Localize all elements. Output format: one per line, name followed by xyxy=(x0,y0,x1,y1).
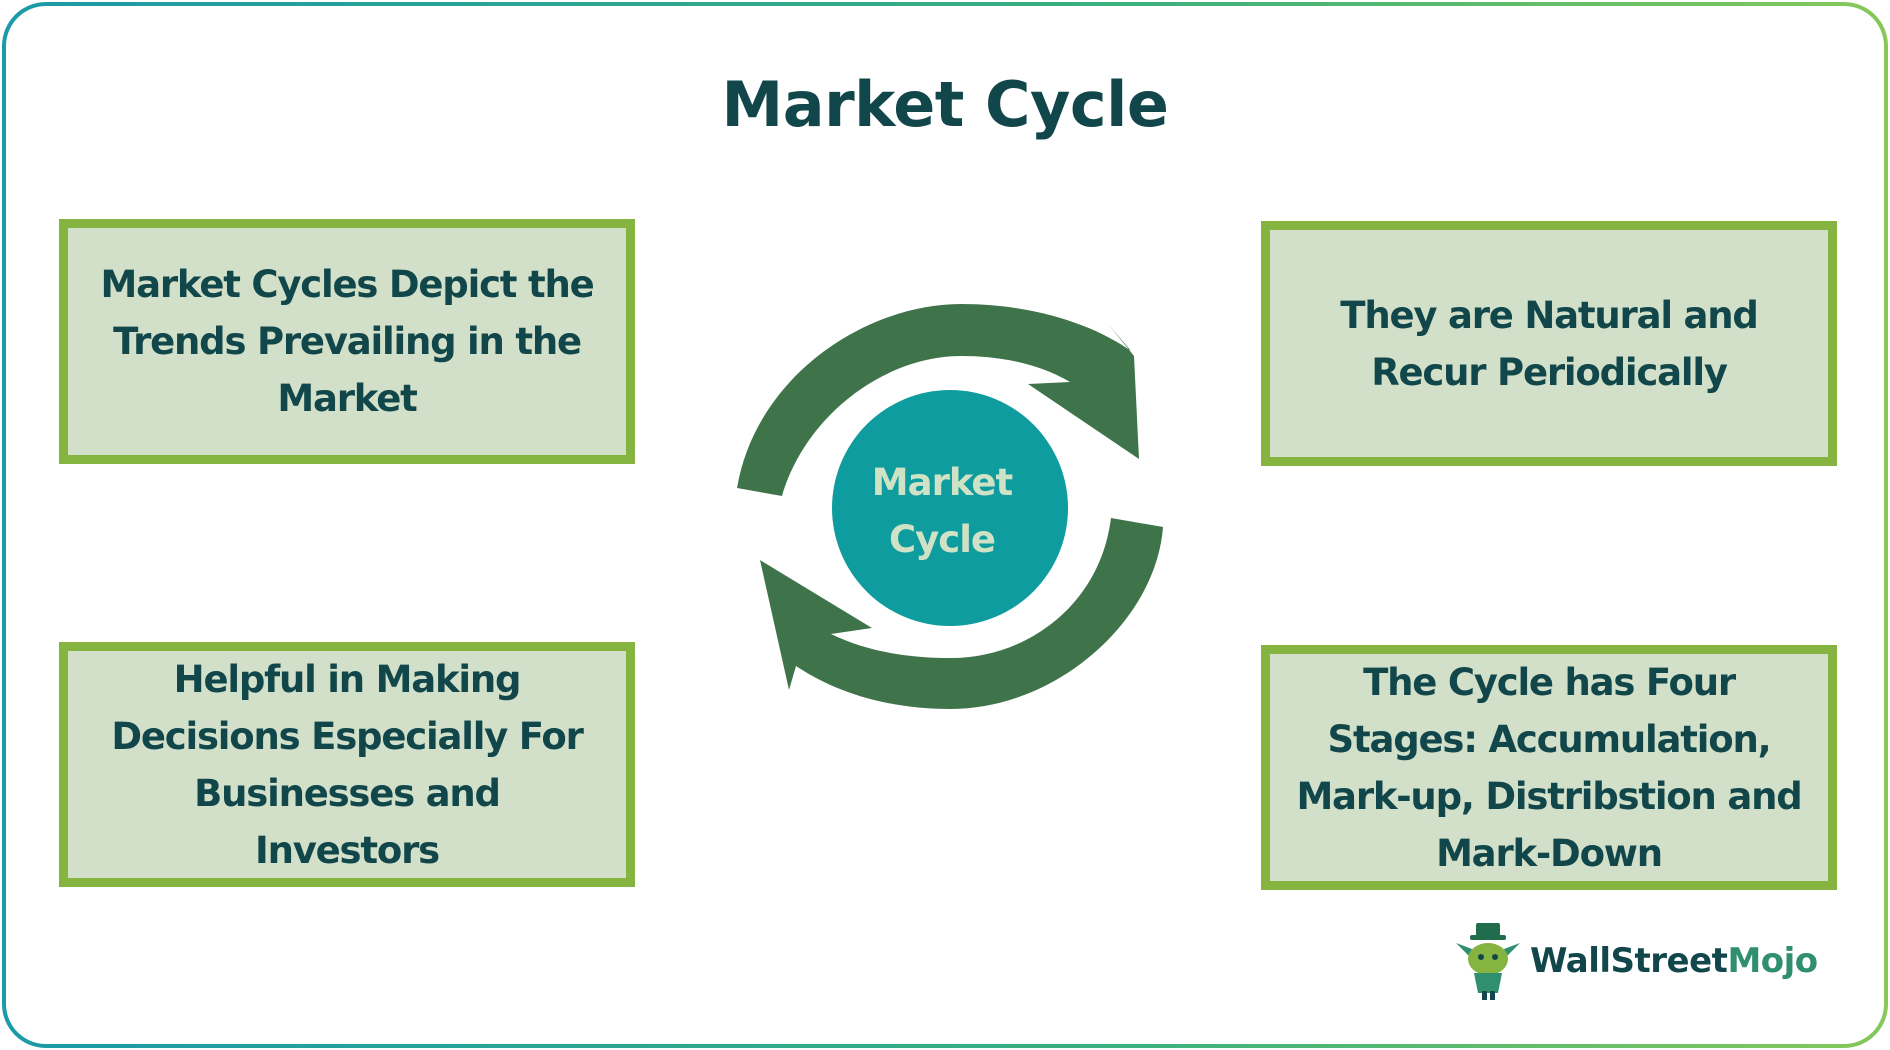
brand-wordmark-part2: Mojo xyxy=(1727,941,1818,981)
box-bottom-left-text: Helpful in Making Decisions Especially F… xyxy=(111,657,583,872)
bull-mascot-icon xyxy=(1456,923,1520,1000)
brand-logo-block: WallStreetMojo xyxy=(1452,921,1818,1001)
diagram-canvas: Market Cycle Market Cycles Depict the Tr… xyxy=(6,6,1884,1044)
cycle-arrow-top xyxy=(737,304,1139,496)
brand-wordmark-part1: WallStreet xyxy=(1530,941,1728,981)
center-circle xyxy=(832,390,1068,626)
box-top-right-text: They are Natural and Recur Periodically xyxy=(1340,293,1759,394)
box-top-right: They are Natural and Recur Periodically xyxy=(1261,221,1837,466)
center-label-line2: Cycle xyxy=(889,518,996,561)
box-bottom-right-text: The Cycle has Four Stages: Accumulation,… xyxy=(1296,660,1802,875)
box-top-left: Market Cycles Depict the Trends Prevaili… xyxy=(59,219,635,464)
center-label-line1: Market xyxy=(871,461,1013,504)
cycle-arrow-bottom xyxy=(760,518,1163,709)
cycle-graphic xyxy=(737,304,1163,709)
brand-wordmark: WallStreetMojo xyxy=(1530,941,1818,981)
box-bottom-right: The Cycle has Four Stages: Accumulation,… xyxy=(1261,645,1837,890)
center-label: Market Cycle xyxy=(822,454,1062,568)
box-bottom-left: Helpful in Making Decisions Especially F… xyxy=(59,642,635,887)
box-top-left-text: Market Cycles Depict the Trends Prevaili… xyxy=(100,263,595,420)
page-title: Market Cycle xyxy=(721,68,1169,141)
